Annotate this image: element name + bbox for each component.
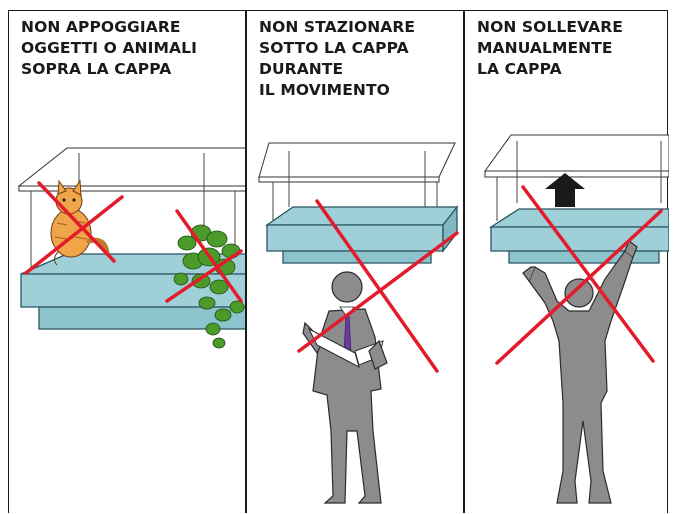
caption-line: SOPRA LA CAPPA — [21, 60, 172, 78]
caption-line: NON STAZIONARE — [259, 18, 416, 36]
panel-divider — [245, 11, 247, 513]
panel-caption: NON STAZIONARE SOTTO LA CAPPA DURANTE IL… — [259, 17, 457, 101]
caption-line: SOTTO LA CAPPA — [259, 39, 409, 57]
person-lifting-icon — [522, 240, 638, 504]
caption-line: IL MOVIMENTO — [259, 81, 390, 99]
hood-body — [488, 208, 669, 264]
panel-caption: NON SOLLEVARE MANUALMENTE LA CAPPA — [477, 17, 663, 80]
caption-line: MANUALMENTE — [477, 39, 613, 57]
panel-no-objects-on-hood: NON APPOGGIARE OGGETTI O ANIMALI SOPRA L… — [9, 11, 246, 514]
caption-line: NON SOLLEVARE — [477, 18, 623, 36]
hood-with-objects-illustration — [17, 147, 246, 349]
panel-divider — [463, 11, 465, 513]
businessman-icon — [302, 271, 388, 504]
hood-lifting-illustration — [484, 134, 669, 504]
prohibition-cross-icon — [24, 181, 243, 303]
panel-caption: NON APPOGGIARE OGGETTI O ANIMALI SOPRA L… — [21, 17, 240, 80]
caption-line: OGGETTI O ANIMALI — [21, 39, 197, 57]
caption-line: NON APPOGGIARE — [21, 18, 181, 36]
caption-line: LA CAPPA — [477, 60, 562, 78]
caption-line: DURANTE — [259, 60, 344, 78]
warning-sheet: NON APPOGGIARE OGGETTI O ANIMALI SOPRA L… — [8, 10, 669, 514]
up-arrow-icon — [545, 173, 585, 207]
hood-moving-illustration — [258, 142, 459, 504]
ivy-plant-icon — [173, 224, 245, 349]
prohibition-cross-icon — [297, 199, 459, 373]
prohibition-cross-icon — [495, 185, 663, 365]
panel-no-standing-under-hood: NON STAZIONARE SOTTO LA CAPPA DURANTE IL… — [247, 11, 463, 514]
panel-no-lifting-hood: NON SOLLEVARE MANUALMENTE LA CAPPA — [465, 11, 669, 514]
